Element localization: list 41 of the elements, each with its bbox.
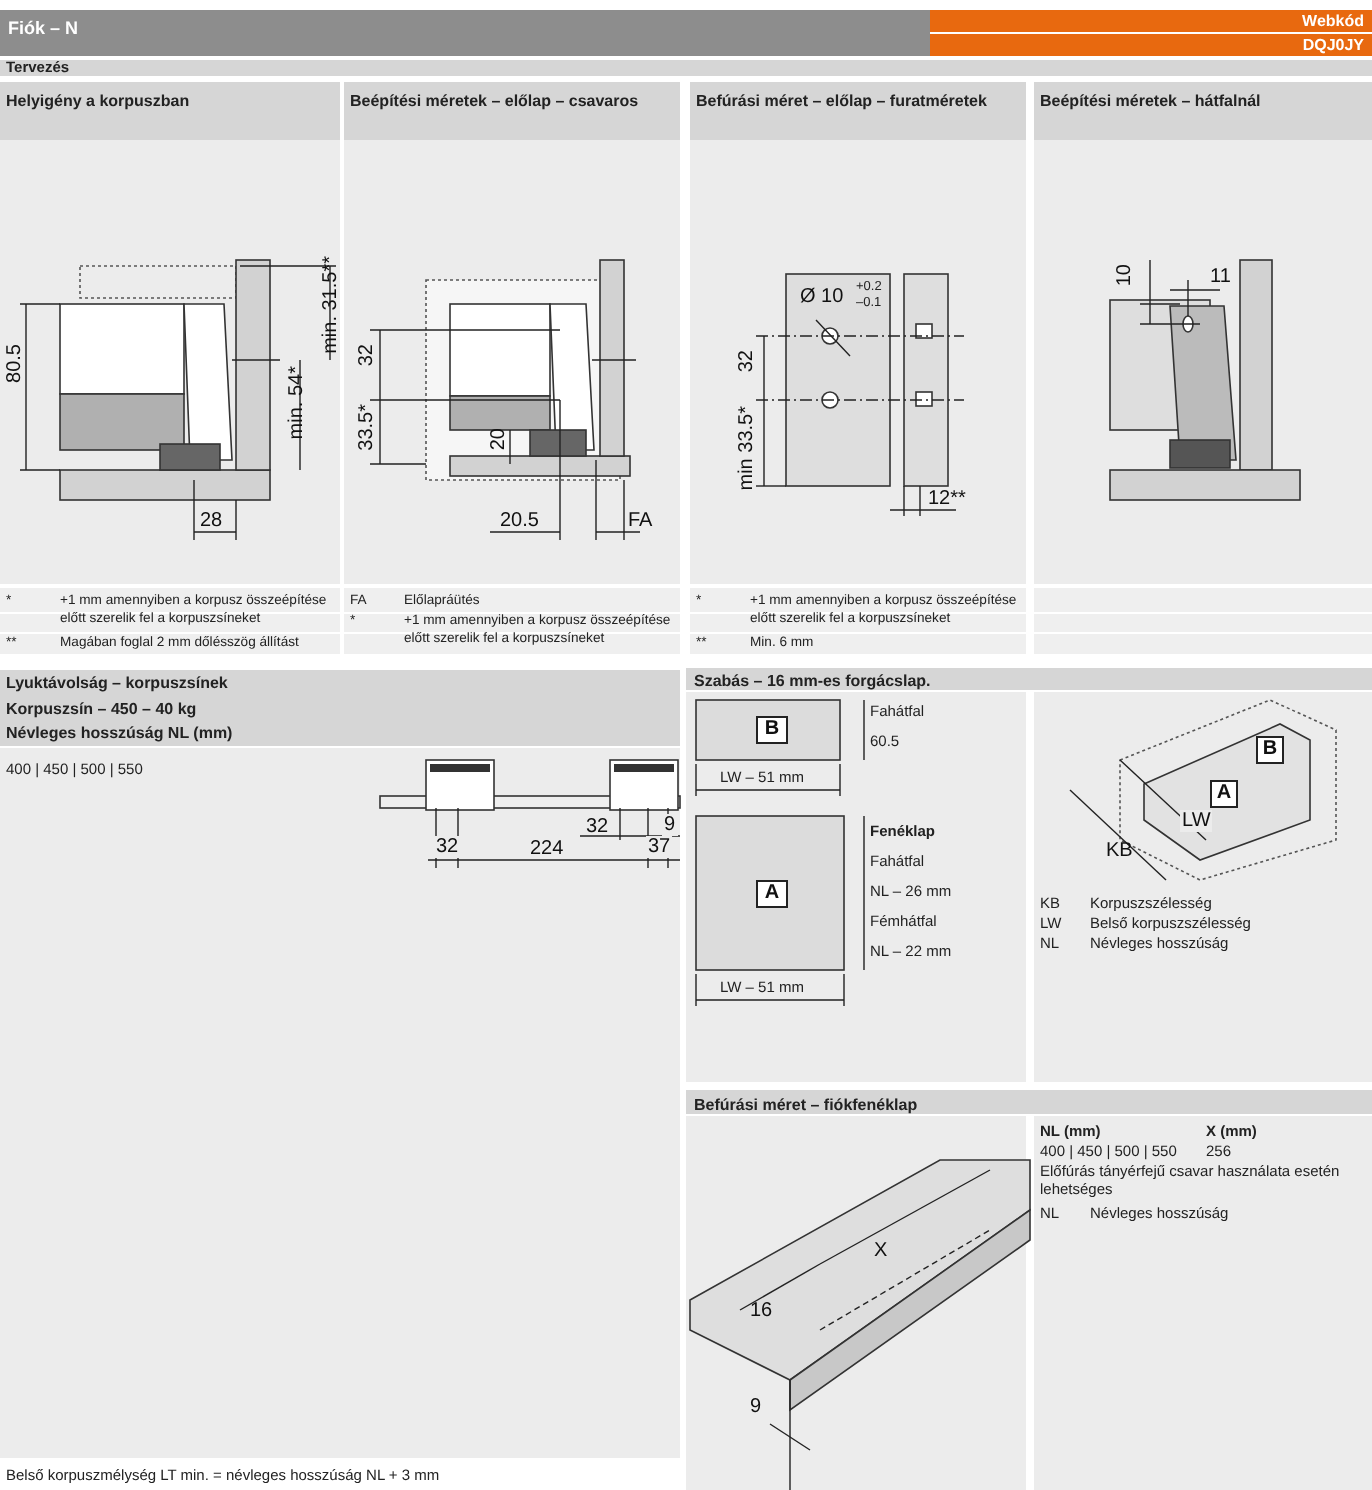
dimension-label: 28 [200,510,223,532]
column-heading: Beépítési méretek – hátfalnál [1040,90,1263,112]
dimension-label: Ø 10 [800,286,844,308]
dimension-label: 9 [662,814,678,836]
dimension-label: 33.5* [356,404,378,451]
panel-letter: B [1256,736,1284,764]
dimension-label: 16 [750,1300,773,1322]
section-heading: Lyuktávolság – korpuszsínek [6,672,228,694]
panel-letter: A [756,880,788,908]
subheading: Névleges hosszúság NL (mm) [6,722,233,744]
dimension-label: FA [628,510,653,532]
column-heading: Beépítési méretek – előlap – csavaros [350,90,641,112]
dimension-label: 32 [434,836,461,858]
dimension-label: 32 [356,344,378,367]
dimension-label: 9 [750,1396,762,1418]
dimension-label: 224 [530,838,564,860]
dimension-label: 10 [1114,264,1136,287]
dimension-label: 80.5 [4,344,26,383]
subheading: Korpuszsín – 450 – 40 kg [6,698,197,720]
dimension-label: 20 [488,428,510,451]
page-title: Fiók – N [8,18,79,38]
dimension-label: X [874,1240,888,1262]
dimension-label: 20.5 [500,510,539,532]
panel-letter: A [1210,780,1238,808]
dimension-label: min. 54* [286,366,308,440]
web-code: DQJ0JY [1300,36,1364,54]
dimension-label: 32 [736,350,758,373]
column-heading: Befúrási méret – előlap – furatméretek [696,90,989,112]
dimension-label: KB [1106,840,1133,862]
section-heading: Befúrási méret – fiókfenéklap [694,1094,918,1116]
dimension-label: min. 31.5** [320,256,342,354]
dimension-label: 12** [928,488,966,510]
dimension-label: LW [1180,810,1213,832]
dimension-label: 11 [1210,266,1231,288]
dimension-label: 32 [586,816,609,838]
panel-letter: B [756,716,788,744]
dimension-label: min 33.5* [736,406,758,491]
column-heading: Helyigény a korpuszban [6,90,192,112]
section-heading: Szabás – 16 mm-es forgácslap. [694,670,931,692]
dimension-label: 37 [646,836,673,858]
web-code-label: Webkód [1300,12,1364,30]
